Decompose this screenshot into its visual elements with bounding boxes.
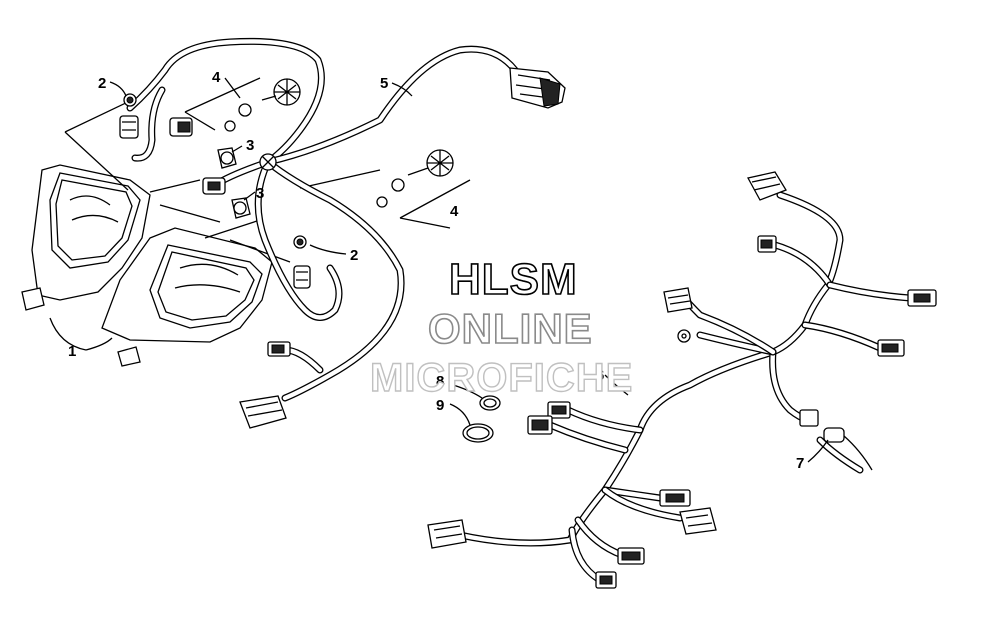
connector-right-2 <box>877 339 905 357</box>
connector-large-top <box>509 67 566 109</box>
connector-small-mid <box>267 341 291 357</box>
callout-7: 7 <box>796 455 804 472</box>
callout-9: 9 <box>436 397 444 414</box>
connector-mid-left-1 <box>547 401 571 419</box>
clamp-8 <box>479 395 501 411</box>
watermark-line-3: MICROFICHE <box>369 355 634 400</box>
callout-1: 1 <box>68 343 76 360</box>
callout-2-lower: 2 <box>350 247 358 264</box>
connector-bottom-1 <box>659 489 691 507</box>
reference-lines <box>64 77 471 263</box>
leader-8 <box>449 383 483 399</box>
callout-2-upper: 2 <box>98 75 106 92</box>
leader-9 <box>449 403 471 426</box>
connector-7 <box>799 409 873 471</box>
callout-4-upper: 4 <box>212 69 221 86</box>
watermark-line-1: HLSM <box>448 254 578 305</box>
connector-upper-right <box>757 235 777 253</box>
connector-left-top <box>663 287 693 313</box>
bulb-socket-upper <box>119 93 193 139</box>
watermark-line-2: ONLINE <box>427 304 593 353</box>
adjuster-upper <box>224 78 301 132</box>
callout-8: 8 <box>436 373 444 390</box>
leader-1 <box>49 317 87 351</box>
callout-6: 6 <box>596 367 604 384</box>
leader-1b <box>85 337 113 351</box>
bulb-3-lower <box>202 177 251 219</box>
adjuster-lower <box>376 149 454 208</box>
bulb-3-upper <box>217 147 237 169</box>
bulb-socket-lower <box>293 235 311 289</box>
callout-5: 5 <box>380 75 388 92</box>
callout-4-lower: 4 <box>450 203 459 220</box>
clamp-9 <box>462 423 494 443</box>
connector-bottom-3 <box>617 547 645 565</box>
callout-3-lower: 3 <box>256 185 264 202</box>
ring-terminal <box>677 329 691 343</box>
headlight-right <box>101 227 273 367</box>
connector-bottom-4 <box>595 571 617 589</box>
connector-large-bottom <box>239 395 287 429</box>
main-harness <box>456 191 914 584</box>
headlight-left <box>21 164 151 311</box>
connector-mid-left-2 <box>527 415 553 435</box>
connector-top-right <box>747 171 787 201</box>
connector-right-1 <box>907 289 937 307</box>
leader-lines <box>109 77 829 463</box>
connector-bottom-2 <box>679 507 717 535</box>
callout-3-upper: 3 <box>246 137 254 154</box>
connector-bottom-left-box <box>427 519 467 549</box>
